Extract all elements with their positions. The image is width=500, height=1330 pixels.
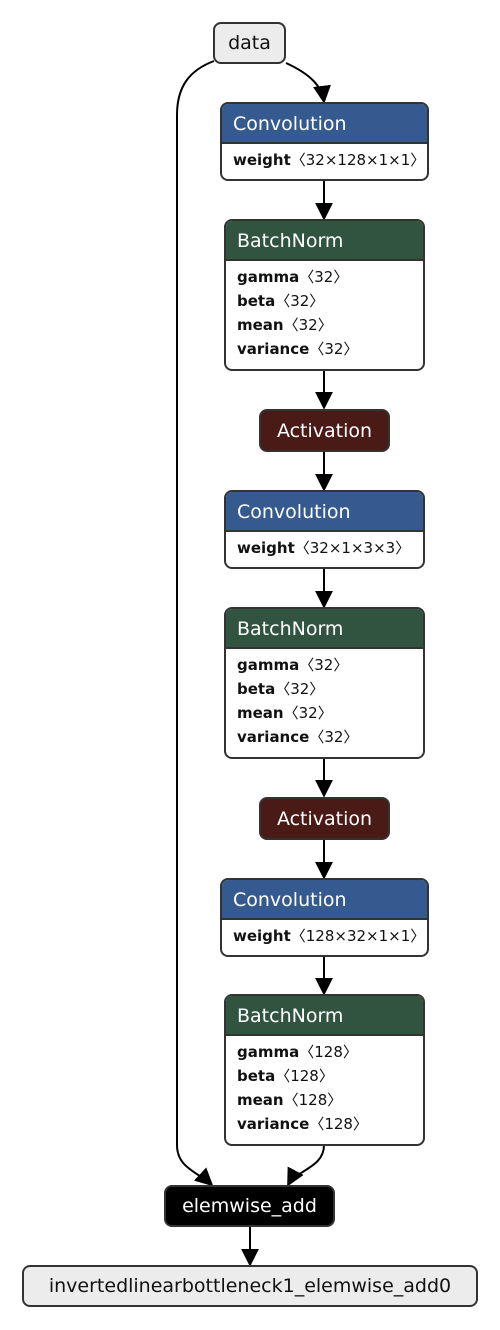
attr-variance: variance〈128〉	[237, 1115, 368, 1133]
node-output[interactable]: invertedlinearbottleneck1_elemwise_add0	[22, 1265, 478, 1307]
edge-bn3-to-add	[287, 1144, 325, 1187]
node-batchnorm-3[interactable]: BatchNorm gamma〈128〉 beta〈128〉 mean〈128〉…	[224, 994, 425, 1146]
node-convolution-3-title: Convolution	[222, 880, 427, 920]
node-convolution-1[interactable]: Convolution weight〈32×128×1×1〉	[220, 102, 429, 181]
node-elemwise-add[interactable]: elemwise_add	[164, 1185, 335, 1227]
node-batchnorm-2[interactable]: BatchNorm gamma〈32〉 beta〈32〉 mean〈32〉 va…	[224, 607, 425, 759]
node-activation-2-label: Activation	[276, 807, 373, 830]
node-data-label: data	[228, 32, 271, 54]
node-convolution-2-title: Convolution	[226, 492, 423, 532]
node-activation-1-label: Activation	[276, 419, 373, 442]
node-batchnorm-1-title: BatchNorm	[226, 221, 423, 261]
attr-variance: variance〈32〉	[237, 340, 359, 358]
node-batchnorm-2-title: BatchNorm	[226, 609, 423, 649]
node-data[interactable]: data	[213, 22, 286, 64]
node-activation-1[interactable]: Activation	[259, 409, 390, 452]
node-convolution-3[interactable]: Convolution weight〈128×32×1×1〉	[220, 878, 429, 957]
attr-variance: variance〈32〉	[237, 728, 359, 746]
attr-gamma: gamma〈32〉	[237, 656, 349, 674]
attr-beta: beta〈32〉	[237, 292, 325, 310]
attr-gamma: gamma〈32〉	[237, 268, 349, 286]
attr-weight: weight〈32×1×3×3〉	[237, 539, 411, 557]
node-batchnorm-3-title: BatchNorm	[226, 996, 423, 1036]
attr-gamma: gamma〈128〉	[237, 1043, 358, 1061]
node-output-label: invertedlinearbottleneck1_elemwise_add0	[48, 1275, 452, 1297]
attr-beta: beta〈128〉	[237, 1067, 334, 1085]
node-batchnorm-1[interactable]: BatchNorm gamma〈32〉 beta〈32〉 mean〈32〉 va…	[224, 219, 425, 371]
attr-mean: mean〈32〉	[237, 704, 333, 722]
node-activation-2[interactable]: Activation	[259, 797, 390, 840]
attr-mean: mean〈32〉	[237, 316, 333, 334]
edge-data-skip-to-add	[176, 60, 215, 1187]
attr-beta: beta〈32〉	[237, 680, 325, 698]
node-convolution-2[interactable]: Convolution weight〈32×1×3×3〉	[224, 490, 425, 569]
attr-mean: mean〈128〉	[237, 1091, 343, 1109]
attr-weight: weight〈32×128×1×1〉	[233, 151, 426, 169]
node-convolution-1-title: Convolution	[222, 104, 427, 144]
edge-data-to-conv1	[285, 62, 331, 104]
attr-weight: weight〈128×32×1×1〉	[233, 927, 426, 945]
node-elemwise-add-label: elemwise_add	[182, 1195, 317, 1217]
